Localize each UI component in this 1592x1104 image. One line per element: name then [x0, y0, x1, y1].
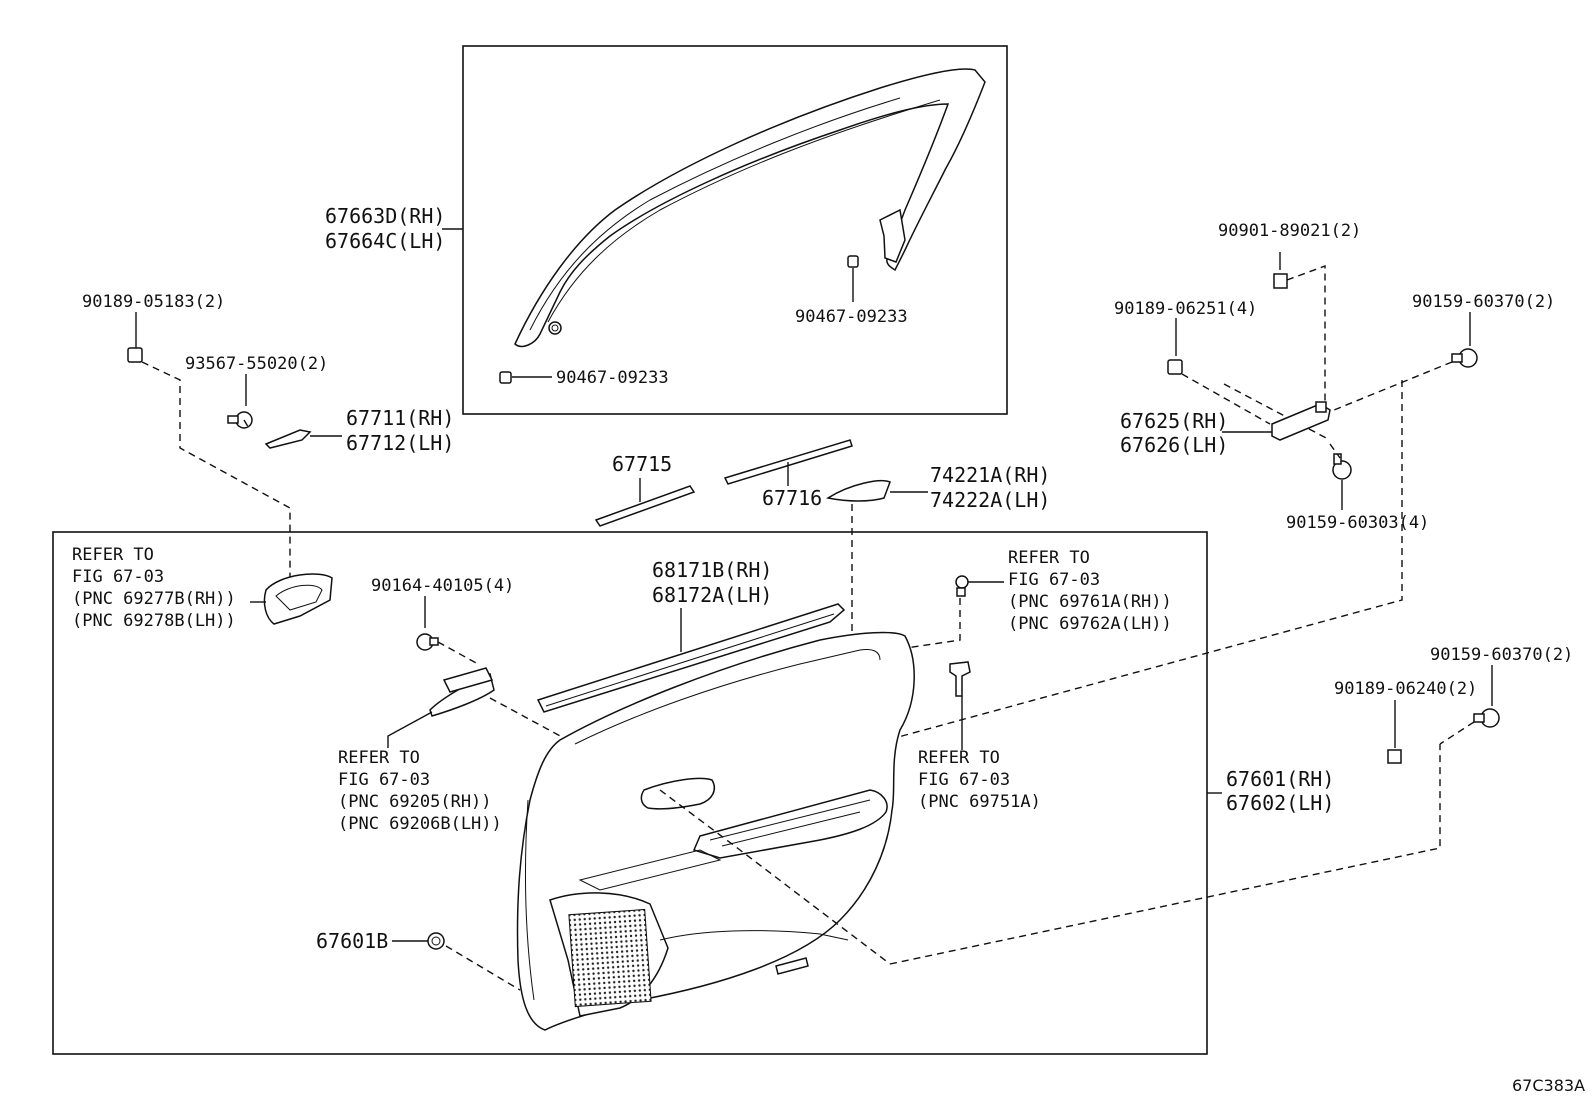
label-bolt-9015960370-a: 90159-60370(2)	[1412, 292, 1555, 312]
screw-icon	[227, 411, 253, 429]
label-lamp-ref-2: FIG 67-03	[918, 770, 1010, 790]
label-screw-9356755020: 93567-55020(2)	[185, 354, 328, 374]
label-clip-9018905183: 90189-05183(2)	[82, 292, 225, 312]
label-handle-ref-4: (PNC 69278B(LH))	[72, 611, 236, 631]
label-switch-ref-3: (PNC 69761A(RH))	[1008, 592, 1172, 612]
label-bolt-9015960370-b: 90159-60370(2)	[1430, 645, 1573, 665]
belt-strip-part	[536, 603, 846, 713]
label-inner-ref-4: (PNC 69206B(LH))	[338, 814, 502, 834]
bolt-icon	[1332, 453, 1352, 480]
clip-icon	[1387, 749, 1402, 764]
label-lamp-ref-1: REFER TO	[918, 748, 1000, 768]
label-bracket-lh: 67626(LH)	[1120, 433, 1228, 457]
label-trim-rh: 67601(RH)	[1226, 767, 1334, 791]
label-handle-ref-1: REFER TO	[72, 545, 154, 565]
label-pad-lh: 74222A(LH)	[930, 488, 1050, 512]
clip-icon	[1273, 273, 1288, 289]
label-inner-ref-1: REFER TO	[338, 748, 420, 768]
label-handle-ref-3: (PNC 69277B(RH))	[72, 589, 236, 609]
label-molding-rh: 67663D(RH)	[325, 204, 445, 228]
label-pad-rh: 74221A(RH)	[930, 463, 1050, 487]
courtesy-lamp-part	[949, 661, 971, 697]
inner-handle-part	[429, 667, 495, 717]
bolt-icon	[1473, 708, 1500, 728]
door-trim-panel	[516, 631, 915, 1031]
bracket-part	[1271, 401, 1331, 441]
label-clip-9090189021: 90901-89021(2)	[1218, 221, 1361, 241]
label-weatherstrip-67715: 67715	[612, 452, 672, 476]
label-clip-lower: 90467-09233	[556, 368, 669, 388]
pad-part	[826, 480, 891, 502]
bolt-icon	[1451, 348, 1478, 368]
label-inner-ref-2: FIG 67-03	[338, 770, 430, 790]
label-handle-ref-2: FIG 67-03	[72, 567, 164, 587]
label-switch-ref-2: FIG 67-03	[1008, 570, 1100, 590]
label-plug-67601b: 67601B	[316, 929, 388, 953]
label-bolt-9015960303: 90159-60303(4)	[1286, 513, 1429, 533]
label-inner-ref-3: (PNC 69205(RH))	[338, 792, 492, 812]
plug-icon	[427, 932, 445, 950]
label-cover-rh: 67711(RH)	[346, 406, 454, 430]
label-clip-upper: 90467-09233	[795, 307, 908, 327]
clip-icon	[1167, 359, 1183, 375]
label-switch-ref-4: (PNC 69762A(LH))	[1008, 614, 1172, 634]
label-cover-lh: 67712(LH)	[346, 431, 454, 455]
clip-icon	[955, 575, 969, 597]
weatherstrip-67715	[594, 485, 696, 527]
label-bracket-rh: 67625(RH)	[1120, 409, 1228, 433]
label-molding-lh: 67664C(LH)	[325, 229, 445, 253]
label-screw-9016440105: 90164-40105(4)	[371, 576, 514, 596]
diagram-id: 67C383A	[1512, 1076, 1585, 1095]
clip-icon	[499, 255, 859, 384]
label-clip-9018906240: 90189-06240(2)	[1334, 679, 1477, 699]
upper-molding-box	[462, 45, 1008, 415]
label-switch-ref-1: REFER TO	[1008, 548, 1090, 568]
window-frame-molding	[514, 68, 986, 348]
screw-icon	[416, 633, 439, 651]
handle-bezel-part	[263, 573, 333, 625]
label-strip-rh: 68171B(RH)	[652, 558, 772, 582]
cover-part	[264, 429, 312, 449]
label-trim-lh: 67602(LH)	[1226, 791, 1334, 815]
label-strip-lh: 68172A(LH)	[652, 583, 772, 607]
clip-icon	[127, 347, 143, 363]
label-weatherstrip-67716: 67716	[762, 486, 822, 510]
label-clip-9018906251: 90189-06251(4)	[1114, 299, 1257, 319]
label-lamp-ref-3: (PNC 69751A)	[918, 792, 1041, 812]
